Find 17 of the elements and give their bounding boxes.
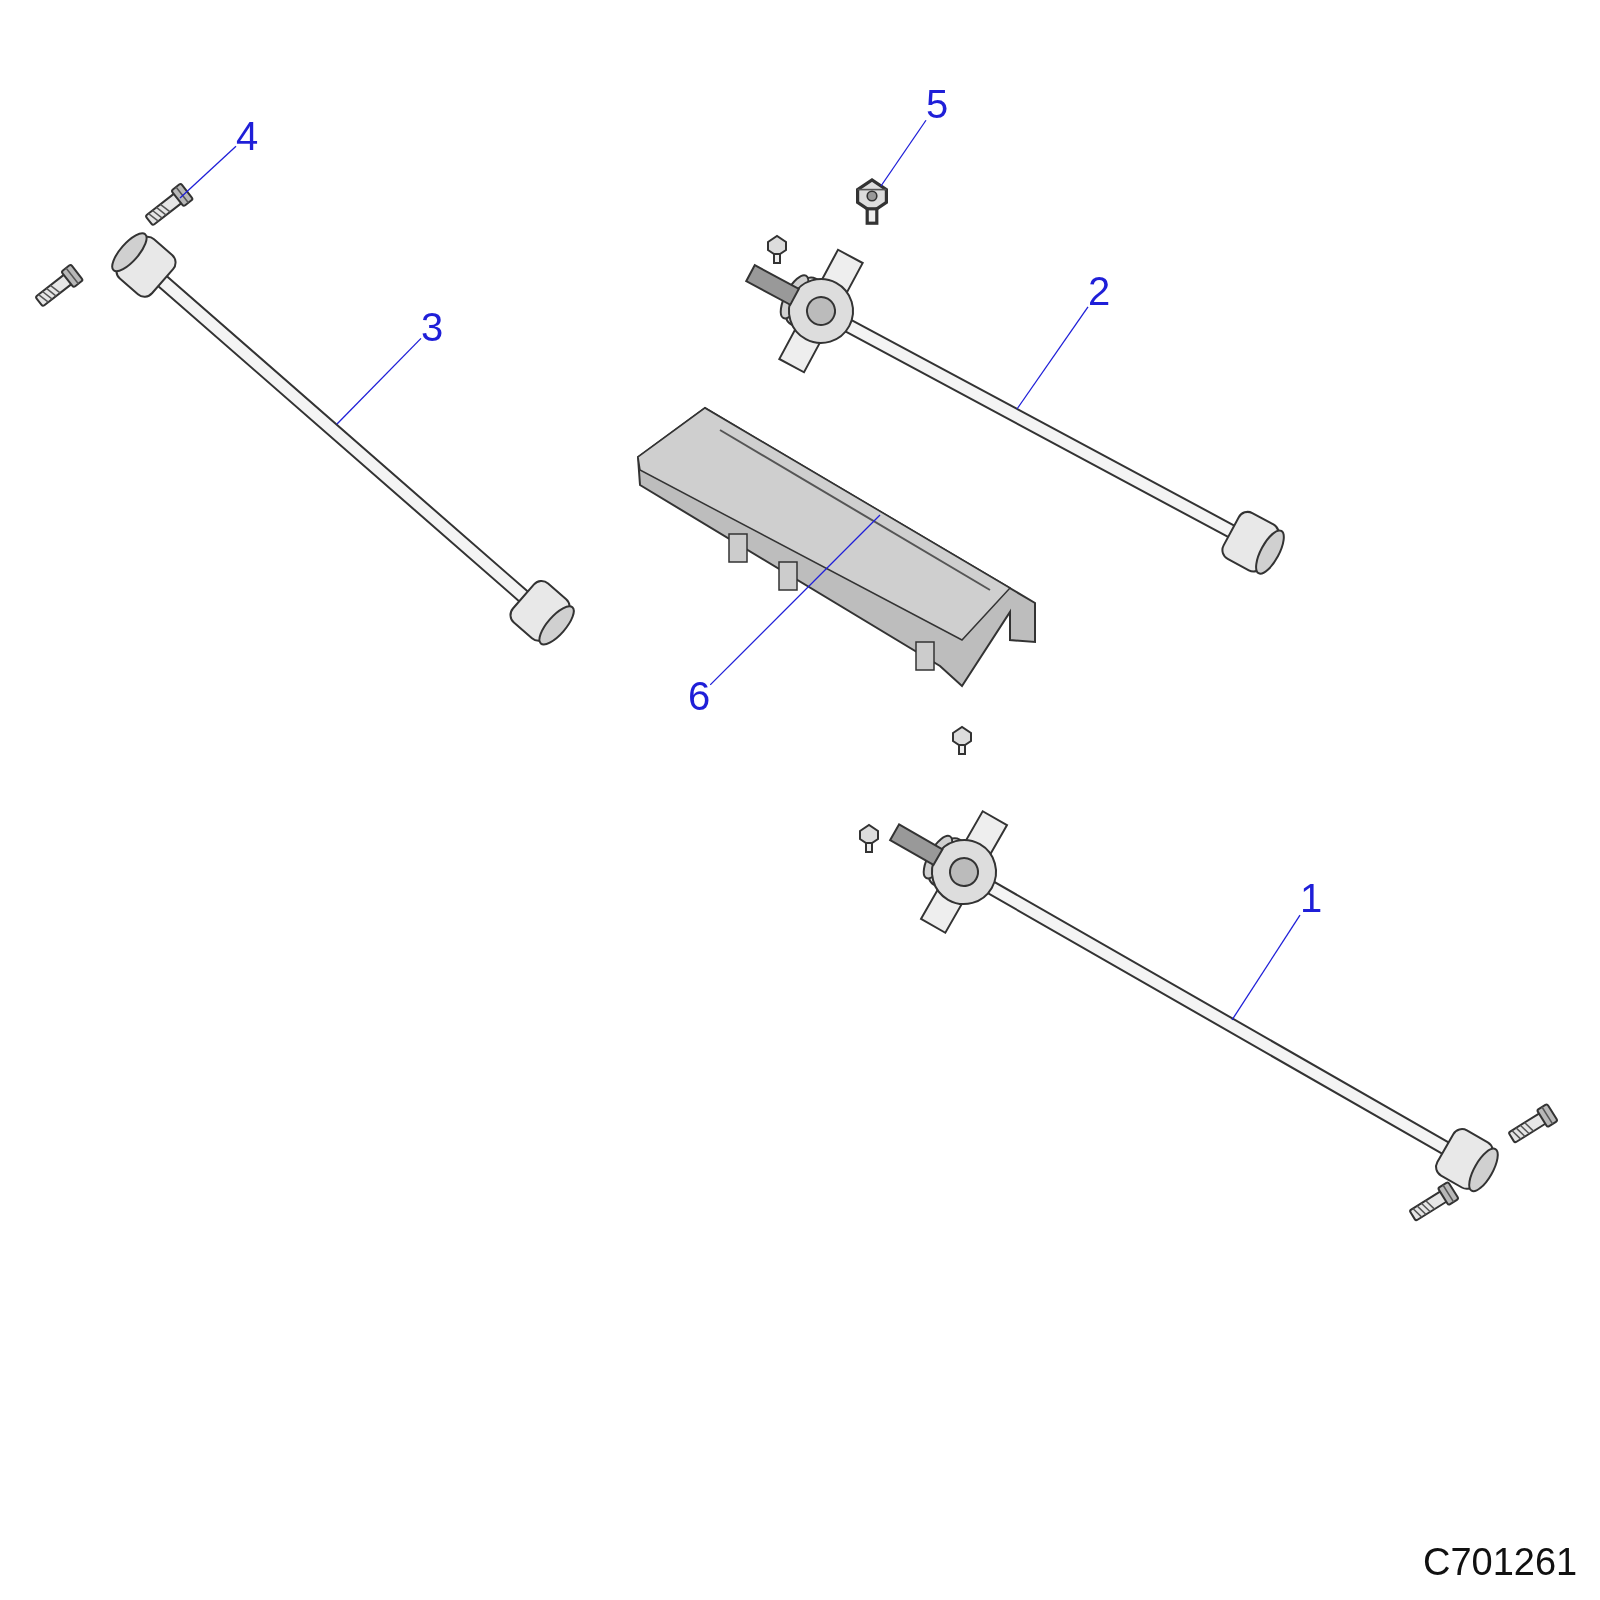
bolt-drawing [856,178,888,225]
leader-line [179,145,237,199]
bolt-drawing [144,182,195,227]
callout-number: 6 [688,676,711,716]
leader-line [1016,306,1089,410]
drawing-number: C701261 [1423,1542,1578,1582]
drive-shaft-drawing [111,231,575,646]
callout-number: 4 [236,116,259,156]
callout-number: 1 [1300,878,1323,918]
leader-line [1231,914,1301,1021]
leader-line [880,119,927,187]
leader-line [336,337,422,425]
callout-number: 2 [1088,271,1111,311]
callout-number: 5 [926,84,949,124]
drive-shaft-drawing [888,809,1499,1194]
leader-line [709,514,881,686]
callout-number: 3 [421,307,444,347]
